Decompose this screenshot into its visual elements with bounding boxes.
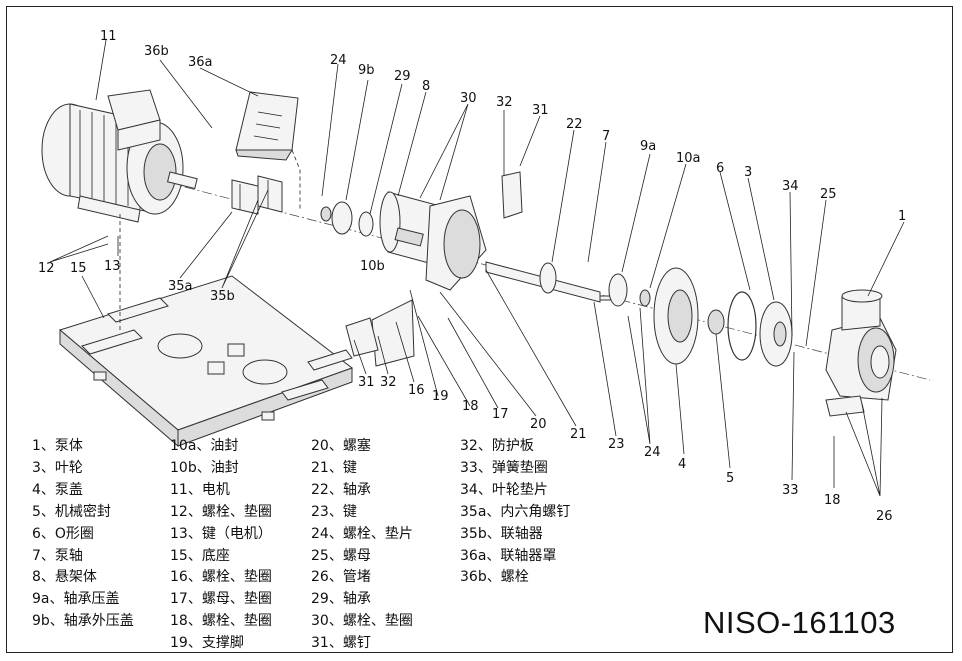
legend-entry: 33、弹簧垫圈 — [460, 459, 548, 476]
base-frame — [58, 214, 354, 448]
callout-25: 25 — [820, 187, 837, 202]
callout-30: 30 — [460, 91, 477, 106]
legend-entry: 22、轴承 — [311, 481, 371, 498]
legend-entry: 10b、油封 — [170, 459, 239, 476]
callout-35a: 35a — [168, 279, 193, 294]
bearing-29 — [358, 211, 374, 237]
legend-entry: 36b、螺栓 — [460, 569, 529, 586]
legend-entry: 11、电机 — [170, 481, 230, 498]
legend-entry: 36a、联轴器罩 — [460, 547, 557, 564]
callout-29: 29 — [394, 69, 411, 84]
callout-22: 22 — [566, 117, 583, 132]
callout-31-top: 31 — [532, 103, 549, 118]
callout-8: 8 — [422, 79, 430, 94]
callout-7: 7 — [602, 129, 610, 144]
callout-9b: 9b — [358, 63, 375, 78]
legend-entry: 6、O形圈 — [32, 525, 94, 542]
callout-26: 26 — [876, 509, 893, 524]
outer-bearing-cover — [331, 201, 353, 235]
legend-entry: 7、泵轴 — [32, 547, 83, 564]
legend-entry: 18、螺栓、垫圈 — [170, 613, 272, 630]
motor — [41, 89, 198, 223]
callout-1: 1 — [898, 209, 906, 224]
guard-plate — [501, 171, 523, 219]
legend-entry: 17、螺母、垫圈 — [170, 591, 272, 608]
legend-entry: 31、螺钉 — [311, 635, 371, 652]
callout-31-low: 31 — [358, 375, 375, 390]
callout-21: 21 — [570, 427, 587, 442]
o-ring — [727, 291, 757, 361]
legend-entry: 19、支撑脚 — [170, 635, 244, 652]
callout-20: 20 — [530, 417, 547, 432]
callout-9a: 9a — [640, 139, 656, 154]
legend-entry: 4、泵盖 — [32, 481, 83, 498]
callout-18-mid: 18 — [462, 399, 479, 414]
legend-entry: 24、螺栓、垫片 — [311, 525, 413, 542]
callout-19: 19 — [432, 389, 449, 404]
pump-cover — [653, 267, 699, 365]
legend-entry: 34、叶轮垫片 — [460, 481, 548, 498]
callout-23: 23 — [608, 437, 625, 452]
callout-33: 33 — [782, 483, 799, 498]
sheet-border — [6, 6, 953, 653]
legend-entry: 9a、轴承压盖 — [32, 591, 120, 608]
legend-entry: 9b、轴承外压盖 — [32, 613, 134, 630]
guard-plate-lower — [345, 317, 379, 357]
callout-15: 15 — [70, 261, 87, 276]
legend-entry: 20、螺塞 — [311, 438, 371, 454]
callout-10a: 10a — [676, 151, 701, 166]
callout-18-low: 18 — [824, 493, 841, 508]
callout-24-top: 24 — [330, 53, 347, 68]
legend-entry: 21、键 — [311, 459, 357, 476]
bearing-cover-9a — [608, 273, 628, 307]
legend-entry: 23、键 — [311, 503, 357, 520]
callout-32-low: 32 — [380, 375, 397, 390]
legend-entry: 30、螺栓、垫圈 — [311, 613, 413, 630]
legend-entry: 16、螺栓、垫圈 — [170, 569, 272, 586]
callout-12: 12 — [38, 261, 55, 276]
coupling — [231, 175, 283, 215]
callout-3: 3 — [744, 165, 752, 180]
pump-casing — [825, 289, 897, 417]
document-code: NISO-161103 — [703, 605, 896, 640]
callout-5: 5 — [726, 471, 734, 486]
legend-entry: 26、管堵 — [311, 569, 371, 586]
coupling-guard — [235, 91, 301, 210]
legend-entry: 35a、内六角螺钉 — [460, 503, 571, 520]
legend-entry: 15、底座 — [170, 547, 230, 564]
bearing-housing — [379, 191, 487, 291]
callout-10b: 10b — [360, 259, 385, 274]
legend-entry: 3、叶轮 — [32, 459, 83, 476]
legend-entry: 13、键（电机） — [170, 525, 272, 542]
legend-entry: 5、机械密封 — [32, 503, 111, 520]
callout-4: 4 — [678, 457, 686, 472]
callout-13: 13 — [104, 259, 121, 274]
legend-entry: 25、螺母 — [311, 547, 371, 564]
callout-6: 6 — [716, 161, 724, 176]
oil-seal-10a — [639, 289, 651, 307]
callout-34: 34 — [782, 179, 799, 194]
leader-lines — [49, 39, 905, 497]
callout-32-top: 32 — [496, 95, 513, 110]
legend-entry: 35b、联轴器 — [460, 525, 543, 542]
callout-35b: 35b — [210, 289, 235, 304]
legend-entry: 29、轴承 — [311, 591, 371, 608]
pump-shaft — [485, 261, 617, 303]
callout-36b: 36b — [144, 44, 169, 59]
legend-entry: 32、防护板 — [460, 438, 534, 454]
callout-17: 17 — [492, 407, 509, 422]
callout-24-low: 24 — [644, 445, 661, 460]
legend-entry: 8、悬架体 — [32, 569, 97, 586]
callout-11: 11 — [100, 29, 117, 44]
legend-entry: 12、螺栓、垫圈 — [170, 503, 272, 520]
legend-entry: 10a、油封 — [170, 438, 239, 454]
legend-entry: 1、泵体 — [32, 438, 83, 454]
callout-16: 16 — [408, 383, 425, 398]
callout-36a: 36a — [188, 55, 213, 70]
oil-seal-10b — [320, 206, 332, 222]
